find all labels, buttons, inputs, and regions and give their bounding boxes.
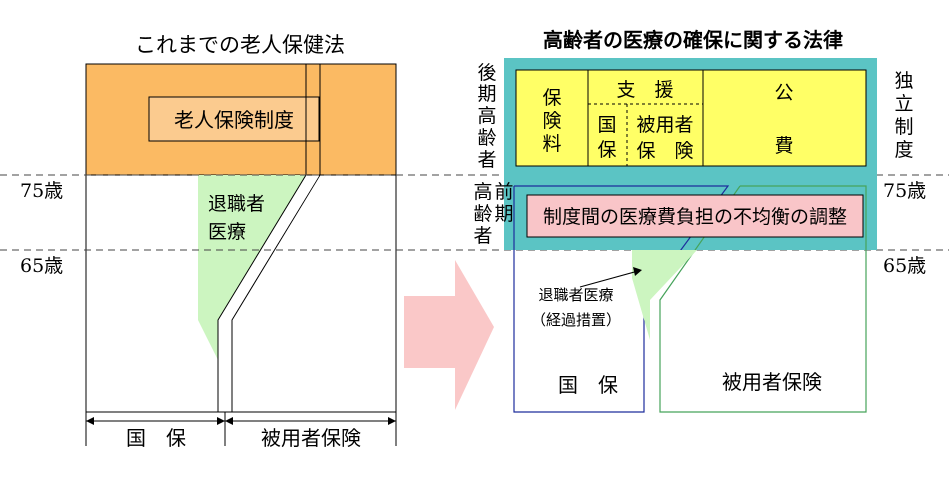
public-funds-top: 公 bbox=[774, 82, 793, 104]
independent-char-3: 制 bbox=[894, 116, 913, 138]
right-bottom-label-kokuho: 国 保 bbox=[558, 373, 618, 397]
left-dim-arrow-3 bbox=[225, 417, 233, 425]
right-employee-frame bbox=[659, 185, 867, 413]
support-label: 支 援 bbox=[616, 79, 673, 101]
left-box bbox=[148, 96, 320, 142]
early-elderly-char-5: 期 bbox=[494, 203, 513, 225]
premium-char-2: 険 bbox=[542, 110, 561, 132]
age75-left-label: 75歳 bbox=[20, 180, 63, 202]
left-title: これまでの老人保健法 bbox=[135, 33, 345, 57]
right-diagram: 高齢者の医療の確保に関する法律 保 険 料 支 援 国 保 被用者 保 険 公 … bbox=[473, 28, 926, 413]
left-divider-fill bbox=[219, 176, 319, 411]
transition-arrow bbox=[404, 260, 494, 410]
premium-char-1: 保 bbox=[542, 87, 561, 109]
late-elderly-char-2: 期 bbox=[477, 83, 496, 105]
right-title: 高齢者の医療の確保に関する法律 bbox=[543, 28, 843, 52]
retiree-note-line-1: 退職者医療 bbox=[538, 286, 613, 304]
retiree-note-arrowhead bbox=[633, 267, 642, 276]
early-elderly-char-4: 前 bbox=[494, 181, 513, 203]
left-retiree-area bbox=[198, 175, 306, 360]
left-dim-arrow-2 bbox=[217, 417, 225, 425]
early-elderly-char-1: 高 bbox=[473, 181, 492, 203]
left-diagram: これまでの老人保健法 老人保険制度 退職者 医療 国 保 被用者保険 bbox=[85, 33, 397, 450]
left-dim-arrow-1 bbox=[86, 417, 94, 425]
premium-char-3: 料 bbox=[542, 133, 561, 155]
age65-left-label: 65歳 bbox=[20, 255, 63, 277]
right-pink-box bbox=[526, 194, 864, 238]
left-bottom-label-kokuho: 国 保 bbox=[126, 426, 186, 450]
right-retiree-area bbox=[632, 250, 697, 340]
late-elderly-char-4: 齢 bbox=[477, 127, 496, 149]
left-dim-arrow-4 bbox=[388, 417, 396, 425]
independent-char-2: 立 bbox=[894, 93, 913, 115]
adjust-label: 制度間の医療費負担の不均衡の調整 bbox=[543, 206, 847, 228]
late-elderly-char-5: 者 bbox=[477, 149, 496, 171]
retiree-note-arrow-line bbox=[579, 270, 639, 288]
left-retiree-label-2: 医療 bbox=[208, 221, 246, 243]
late-elderly-char-3: 高 bbox=[477, 105, 496, 127]
employee-insurance-line-1: 被用者 bbox=[636, 114, 693, 136]
early-elderly-char-2: 齢 bbox=[473, 203, 492, 225]
retiree-note-line-2: （経過措置） bbox=[531, 311, 621, 329]
public-funds-bottom: 費 bbox=[774, 135, 793, 157]
left-bottom-label-employee: 被用者保険 bbox=[261, 426, 361, 450]
independent-char-4: 度 bbox=[894, 139, 913, 161]
early-elderly-char-3: 者 bbox=[473, 225, 492, 247]
age75-right-label: 75歳 bbox=[883, 180, 926, 202]
employee-insurance-line-2: 保 険 bbox=[636, 140, 693, 162]
right-kokuho-frame bbox=[513, 185, 730, 413]
right-yellow-box bbox=[515, 69, 867, 167]
independent-char-1: 独 bbox=[894, 70, 913, 92]
kokuho-char-1: 国 bbox=[597, 114, 616, 136]
age65-right-label: 65歳 bbox=[883, 255, 926, 277]
left-divider-right-line bbox=[231, 174, 321, 412]
left-box-label: 老人保険制度 bbox=[174, 108, 294, 132]
right-bottom-label-employee: 被用者保険 bbox=[722, 370, 822, 394]
left-retiree-label-1: 退職者 bbox=[208, 193, 265, 215]
kokuho-char-2: 保 bbox=[597, 139, 616, 161]
late-elderly-char-1: 後 bbox=[477, 62, 496, 84]
